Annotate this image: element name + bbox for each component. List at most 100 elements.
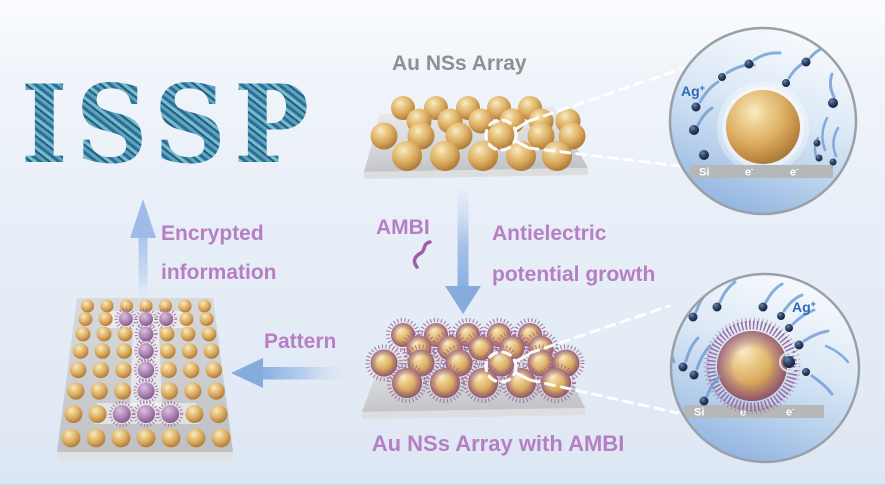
bottom-array-title: Au NSs Array with AMBI bbox=[371, 431, 625, 456]
pattern-sphere-gold bbox=[90, 382, 108, 400]
top-inset: Si e- e- bbox=[668, 26, 858, 216]
encrypted-photo: ISSP bbox=[21, 66, 317, 187]
platform-side-face bbox=[362, 408, 585, 419]
gold-nanosphere-array bbox=[370, 96, 586, 171]
pattern-sphere-purple bbox=[138, 326, 154, 342]
pattern-sphere-purple bbox=[159, 312, 174, 326]
pattern-sphere-gold bbox=[181, 343, 198, 359]
gold-nanosphere bbox=[542, 141, 572, 171]
pattern-sphere-gold bbox=[198, 299, 211, 313]
gold-nanosphere bbox=[370, 122, 398, 150]
pattern-sphere-gold bbox=[136, 428, 156, 448]
pattern-sphere-gold bbox=[160, 382, 178, 400]
down-arrow bbox=[445, 188, 481, 314]
adsorbed-ion-ring bbox=[779, 352, 799, 372]
output-label-line1: Encrypted bbox=[161, 222, 264, 245]
pattern-sphere-gold bbox=[161, 428, 181, 448]
pattern-sphere-gold bbox=[92, 361, 110, 379]
pattern-sphere-gold bbox=[88, 405, 107, 423]
top-callout-line-upper bbox=[527, 66, 686, 123]
pattern-sphere-gold bbox=[96, 326, 112, 342]
ambi-spike-fringe bbox=[513, 318, 547, 352]
ambi-spike-fringe bbox=[365, 344, 403, 382]
ambi-molecule-squiggle bbox=[412, 240, 432, 269]
top-callout-line-lower bbox=[527, 146, 682, 168]
inset-outline bbox=[668, 26, 858, 216]
pattern-sphere-gold bbox=[114, 382, 132, 400]
pattern-sphere-gold bbox=[211, 428, 231, 448]
gold-nanosphere bbox=[468, 108, 494, 134]
silver-ions bbox=[689, 57, 838, 166]
output-label: Encrypted information bbox=[161, 214, 277, 292]
ambi-nanosphere-rim bbox=[468, 368, 498, 398]
ambi-spike-fringe bbox=[494, 330, 530, 366]
substrate-bar bbox=[690, 165, 833, 178]
substrate-label: Si bbox=[699, 167, 709, 179]
ambi-nanosphere-rim bbox=[468, 335, 494, 361]
substrate-label: Si bbox=[694, 407, 704, 419]
pattern-sphere-purple bbox=[139, 312, 153, 326]
pattern-sphere-gold bbox=[117, 326, 133, 342]
pattern-sphere-gold bbox=[184, 382, 202, 400]
pattern-sphere-gold bbox=[180, 326, 196, 342]
ambi-spike-fringe bbox=[536, 363, 576, 403]
down-arrow-head bbox=[445, 286, 481, 314]
ambi-coating-rim bbox=[717, 331, 787, 401]
gold-nanosphere bbox=[527, 122, 555, 150]
pattern-sphere-purple bbox=[138, 343, 154, 359]
silver-ion-label: Ag+ bbox=[792, 299, 816, 315]
pattern-sphere-purple-fringe bbox=[157, 401, 184, 427]
pattern-sphere-gold bbox=[81, 299, 94, 313]
silver-ion-label: Ag+ bbox=[681, 83, 705, 99]
gold-nanosphere bbox=[558, 122, 586, 150]
pattern-sphere-gold bbox=[64, 405, 83, 423]
pattern-sphere-gold bbox=[160, 361, 177, 379]
pattern-sphere-gold bbox=[100, 299, 114, 313]
platform-side-face bbox=[57, 452, 233, 461]
pattern-sphere-gold bbox=[203, 343, 220, 359]
gold-nanosphere-large bbox=[726, 90, 800, 164]
bottom-callout-branch bbox=[514, 353, 530, 381]
ambi-nanosphere-rim bbox=[370, 349, 398, 377]
pattern-step-label: Pattern bbox=[264, 330, 337, 353]
ambi-nanosphere-rim bbox=[541, 368, 571, 398]
up-arrow-shaft bbox=[138, 236, 148, 306]
pattern-sphere-gold bbox=[94, 343, 111, 359]
ambi-nanosphere-rim bbox=[487, 349, 515, 377]
up-arrow bbox=[130, 199, 156, 306]
adsorbed-silver-ion bbox=[783, 356, 795, 368]
pattern-sphere-gold bbox=[199, 312, 214, 326]
electron-label: e- bbox=[745, 167, 754, 179]
pattern-sphere-gold bbox=[86, 428, 106, 448]
up-arrow-head bbox=[130, 199, 156, 238]
bottom-callout-line-lower bbox=[528, 378, 680, 415]
pattern-sphere-gold bbox=[205, 361, 222, 379]
gold-nanosphere bbox=[468, 141, 498, 171]
pattern-sphere-purple bbox=[137, 382, 155, 400]
bottom-inset: Si e- e- bbox=[669, 272, 861, 464]
pattern-sphere-gold bbox=[115, 361, 132, 379]
pattern-sphere-gold bbox=[111, 428, 131, 448]
ambi-nanosphere-rim bbox=[430, 368, 460, 398]
pattern-sphere-gold bbox=[67, 382, 85, 400]
pattern-sphere-gold bbox=[186, 428, 206, 448]
silver-ions bbox=[678, 302, 810, 406]
pattern-sphere-gold bbox=[179, 312, 194, 326]
process-label: Antielectric potential growth bbox=[492, 213, 655, 295]
pattern-sphere-gold bbox=[201, 326, 217, 342]
ambi-nanosphere-rim bbox=[392, 368, 422, 398]
bottom-callout bbox=[484, 304, 680, 415]
ambi-nanosphere-rim bbox=[407, 349, 435, 377]
ambi-spike-fringe bbox=[523, 330, 559, 366]
ambi-spike-fringe bbox=[387, 363, 427, 403]
ambi-spike-fringe bbox=[386, 318, 420, 352]
pattern-sphere-gold bbox=[78, 312, 93, 326]
pattern-sphere-gold bbox=[61, 428, 81, 448]
down-arrow-shaft bbox=[457, 188, 469, 288]
left-arrow bbox=[231, 358, 359, 388]
output-label-line2: information bbox=[161, 261, 277, 284]
gold-nanosphere bbox=[407, 122, 435, 150]
pattern-sphere-purple bbox=[137, 361, 155, 379]
gold-nanosphere bbox=[506, 141, 536, 171]
